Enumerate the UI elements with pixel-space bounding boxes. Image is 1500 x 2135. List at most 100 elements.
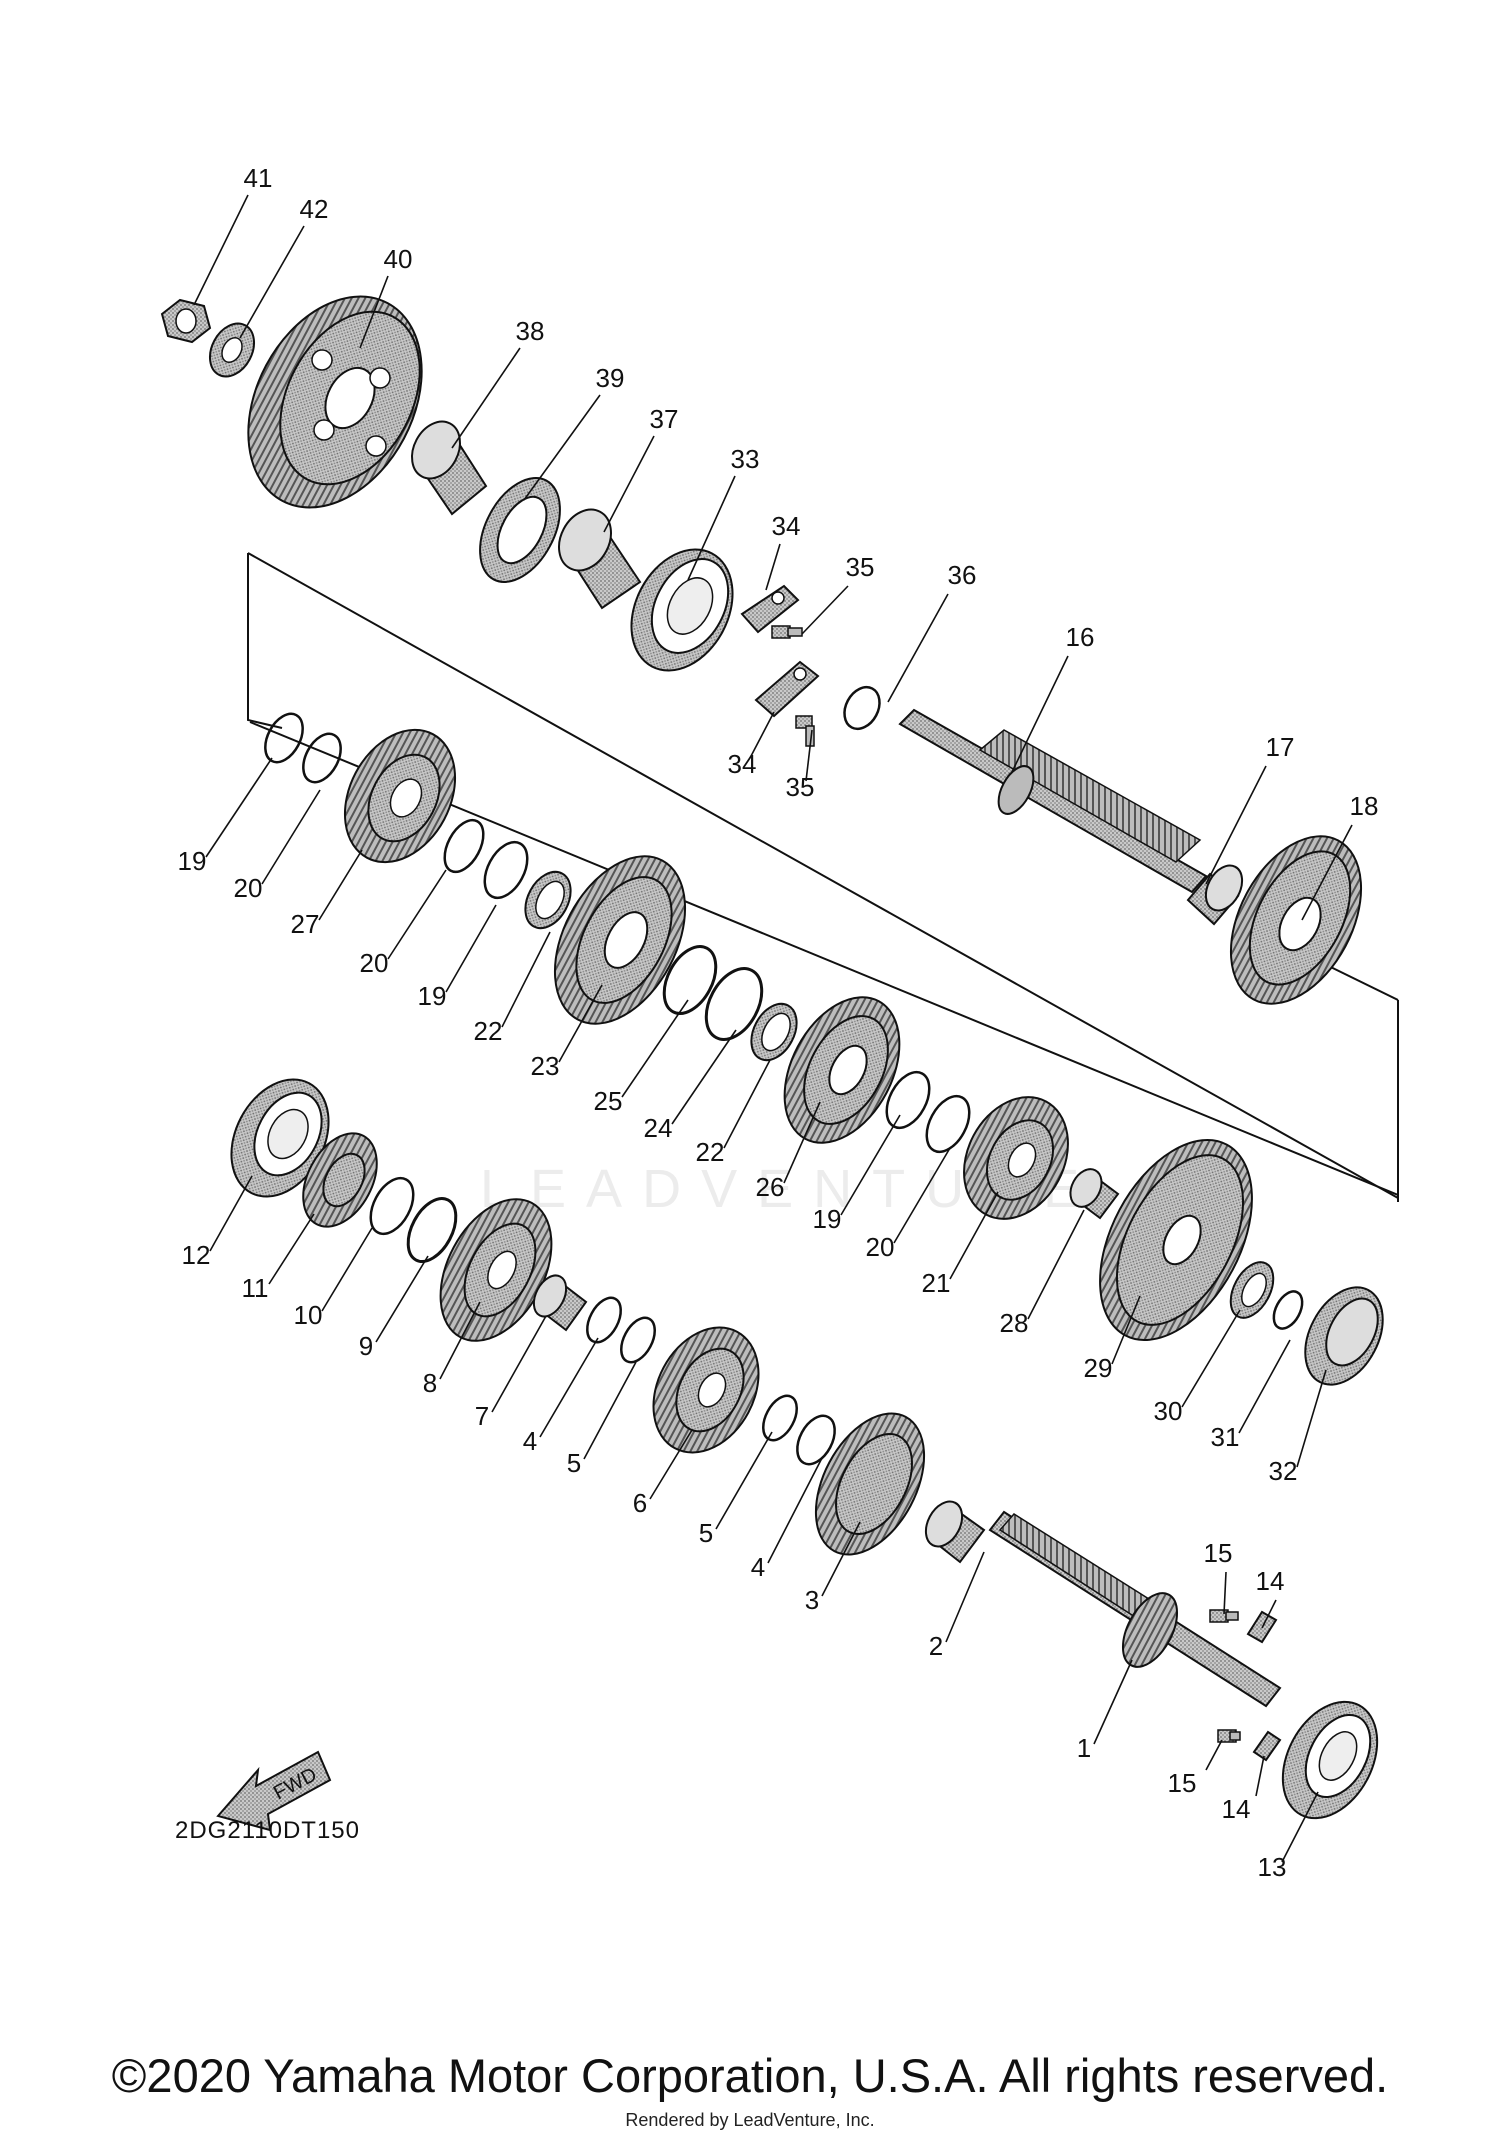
collar-28 <box>1069 1168 1120 1220</box>
callout-leader-c13 <box>1281 1791 1319 1863</box>
circlip-31 <box>1272 1290 1304 1330</box>
callout-leader-c18 <box>1301 824 1353 921</box>
callout-leader-c6 <box>649 1429 693 1500</box>
callout-label-c26: 26 <box>756 1172 785 1202</box>
callout-label-c37: 37 <box>650 404 679 434</box>
callout-label-c8: 8 <box>423 1368 437 1398</box>
callout-leader-c20c <box>893 1147 951 1244</box>
gear-18 <box>1229 835 1363 1005</box>
o-ring-36 <box>843 685 881 731</box>
callout-leader-c16 <box>1011 655 1069 773</box>
callout-leader-c1 <box>1093 1659 1133 1745</box>
pulley-40 <box>247 295 423 509</box>
callout-label-c33: 33 <box>731 444 760 474</box>
callout-leader-c17 <box>1205 765 1267 885</box>
screw-15-lower <box>1217 1729 1241 1743</box>
callout-leader-c12 <box>209 1175 253 1252</box>
callout-leader-c38 <box>451 347 521 449</box>
callout-leader-c34b <box>749 711 775 759</box>
callout-label-c7: 7 <box>475 1401 489 1431</box>
callout-label-c20a: 20 <box>234 873 263 903</box>
callout-leader-c21 <box>949 1191 999 1280</box>
gear-23 <box>553 855 687 1025</box>
callout-label-c14b: 14 <box>1222 1794 1251 1824</box>
callout-leader-c23 <box>558 984 603 1063</box>
callout-leader-c40 <box>359 275 389 349</box>
callout-leader-c30 <box>1181 1309 1241 1408</box>
callout-leader-c20b <box>387 869 447 960</box>
collar-17 <box>1186 864 1244 926</box>
callout-label-c16: 16 <box>1066 622 1095 652</box>
callout-label-c18: 18 <box>1350 791 1379 821</box>
washer-10 <box>369 1176 415 1236</box>
washer-9 <box>406 1197 458 1263</box>
gear-11 <box>302 1132 378 1228</box>
washer-20-c <box>925 1094 971 1154</box>
callout-leader-c22a <box>501 931 551 1028</box>
callout-label-c19b: 19 <box>418 981 447 1011</box>
callout-leader-c10 <box>321 1227 373 1312</box>
circlip-4-a <box>586 1296 622 1344</box>
gear-29 <box>1099 1139 1253 1341</box>
callout-label-c19c: 19 <box>813 1204 842 1234</box>
callout-leader-c4b <box>767 1457 823 1564</box>
callout-label-c35b: 35 <box>786 772 815 802</box>
callout-label-c4a: 4 <box>523 1426 537 1456</box>
collar-2 <box>924 1500 986 1564</box>
callout-leader-c3 <box>821 1521 861 1597</box>
gear-3 <box>814 1412 926 1556</box>
callout-leader-c41 <box>193 194 249 306</box>
callout-leader-c9 <box>375 1255 429 1343</box>
callout-leader-c35b <box>805 729 813 782</box>
copyright-notice: ©2020 Yamaha Motor Corporation, U.S.A. A… <box>111 2049 1389 2102</box>
screw-35-upper <box>771 625 803 639</box>
callout-label-c24: 24 <box>644 1113 673 1143</box>
callout-label-c25: 25 <box>594 1086 623 1116</box>
callout-leader-c8 <box>439 1301 481 1380</box>
gear-8 <box>439 1198 553 1342</box>
callout-leader-c37 <box>603 435 655 533</box>
callout-label-c22a: 22 <box>474 1016 503 1046</box>
gear-6 <box>652 1326 760 1454</box>
callout-label-c17: 17 <box>1266 732 1295 762</box>
washer-20-b <box>443 818 485 874</box>
washer-30 <box>1229 1261 1275 1319</box>
callout-leader-c2 <box>945 1551 985 1643</box>
washer-5-a <box>620 1316 656 1364</box>
callout-leader-c5a <box>583 1361 637 1460</box>
callout-leader-c19c <box>840 1114 901 1216</box>
callout-leader-c19a <box>205 757 273 858</box>
callout-label-c15a: 15 <box>1204 1538 1233 1568</box>
callout-leader-c42 <box>239 225 305 339</box>
washer-25 <box>662 945 718 1015</box>
callout-label-c19a: 19 <box>178 846 207 876</box>
washer-5-b <box>762 1394 798 1442</box>
drive-axle-1 <box>988 1510 1282 1708</box>
washer-20-a <box>302 732 342 784</box>
callout-leader-c22b <box>723 1059 771 1149</box>
callout-label-c5a: 5 <box>567 1448 581 1478</box>
collar-22-a <box>524 870 572 930</box>
callout-leader-c15b <box>1205 1739 1223 1771</box>
stopper-14-lower <box>1252 1730 1282 1762</box>
callout-leader-c14a <box>1261 1599 1277 1629</box>
callout-label-c35a: 35 <box>846 552 875 582</box>
bearing-stopper-34-upper <box>740 584 800 634</box>
callout-leader-c11 <box>268 1213 315 1285</box>
callout-label-c41: 41 <box>244 163 273 193</box>
bearing-33 <box>630 548 734 672</box>
callout-leader-c33 <box>687 475 736 581</box>
callout-label-c42: 42 <box>300 194 329 224</box>
callout-leader-c32 <box>1296 1369 1327 1468</box>
rendered-by-note: Rendered by LeadVenture, Inc. <box>625 2110 875 2130</box>
callout-label-c39: 39 <box>596 363 625 393</box>
callout-label-c23: 23 <box>531 1051 560 1081</box>
callout-leader-c4a <box>539 1337 599 1438</box>
callout-label-c40: 40 <box>384 244 413 274</box>
callout-label-c5b: 5 <box>699 1518 713 1548</box>
callout-leader-c39 <box>523 394 601 501</box>
screw-35-lower <box>795 715 815 747</box>
callout-label-c3: 3 <box>805 1585 819 1615</box>
